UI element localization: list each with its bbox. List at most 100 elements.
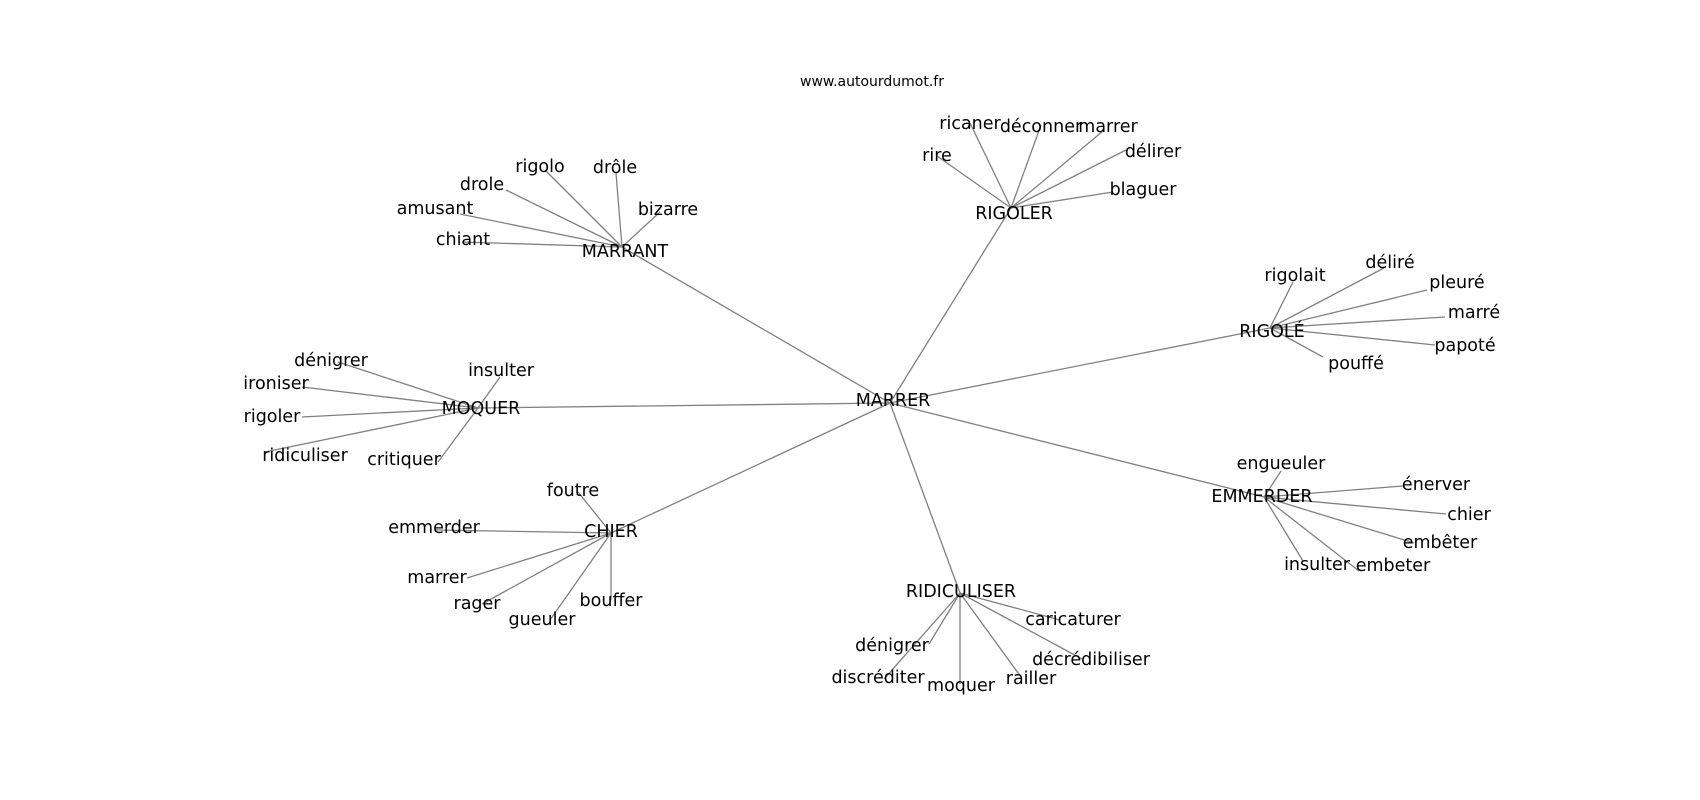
word-node-label[interactable]: caricaturer xyxy=(1025,610,1121,630)
word-node-label[interactable]: rager xyxy=(454,594,502,614)
word-node-label[interactable]: chier xyxy=(1447,505,1491,525)
edge-hub-to-word xyxy=(936,155,1012,209)
word-node-label[interactable]: ridiculiser xyxy=(262,446,348,466)
center-node-label[interactable]: MARRER xyxy=(856,391,931,411)
edge-hub-to-word xyxy=(959,592,1061,621)
edge-hub-to-word xyxy=(1269,267,1385,329)
word-node-label[interactable]: foutre xyxy=(547,481,599,501)
word-node-label[interactable]: marré xyxy=(1448,303,1500,323)
edge-center-to-hub xyxy=(889,402,961,594)
hub-node-label[interactable]: MARRANT xyxy=(582,242,669,262)
edge-hub-to-word xyxy=(883,592,961,680)
edge-hub-to-word xyxy=(1269,281,1294,329)
edge-hub-to-word xyxy=(301,386,479,409)
edge-hub-to-word xyxy=(435,529,612,534)
word-node-label[interactable]: pleuré xyxy=(1429,273,1484,293)
edge-hub-to-word xyxy=(477,376,501,409)
edge-hub-to-word xyxy=(505,189,623,248)
word-node-label[interactable]: discréditer xyxy=(831,668,925,688)
word-node-label[interactable]: dénigrer xyxy=(855,636,930,656)
word-node-label[interactable]: moquer xyxy=(927,676,996,696)
edge-hub-to-word xyxy=(959,592,1022,678)
edge-center-to-hub xyxy=(889,327,1271,404)
edge-hub-to-word xyxy=(1263,485,1404,498)
edge-hub-to-word xyxy=(466,532,612,579)
word-node-label[interactable]: marrer xyxy=(1078,117,1138,137)
edge-hub-to-word xyxy=(1010,124,1042,209)
word-node-label[interactable]: engueuler xyxy=(1237,454,1327,474)
word-node-label[interactable]: bizarre xyxy=(638,200,698,220)
word-node-label[interactable]: marrer xyxy=(407,568,467,588)
word-node-label[interactable]: amusant xyxy=(397,199,474,219)
word-node-label[interactable]: railler xyxy=(1006,669,1057,689)
edge-hub-to-word xyxy=(615,172,623,248)
word-node-label[interactable]: ricaner xyxy=(939,114,1001,134)
word-node-label[interactable]: déconner xyxy=(1000,117,1083,137)
word-node-label[interactable]: déliré xyxy=(1365,253,1414,273)
edge-hub-to-word xyxy=(337,361,479,409)
word-node-label[interactable]: pouffé xyxy=(1328,354,1384,374)
word-node-label[interactable]: rigoler xyxy=(244,407,302,427)
labels: MARRANT rigolo drôle drole bizarre amusant chi… xyxy=(243,114,1500,696)
edge-center-to-hub xyxy=(889,402,1265,498)
edge-center-to-hub xyxy=(889,207,1012,404)
hub-node-label[interactable]: RIGOLER xyxy=(975,204,1053,224)
edge-hub-to-word xyxy=(264,407,479,453)
word-node-label[interactable]: drôle xyxy=(593,158,637,178)
edge-center-to-hub xyxy=(477,402,891,409)
word-node-label[interactable]: ironiser xyxy=(243,374,309,394)
edge-hub-to-word xyxy=(1010,191,1114,209)
edges xyxy=(264,122,1447,684)
word-node-label[interactable]: bouffer xyxy=(580,591,644,611)
edge-hub-to-word xyxy=(461,241,623,248)
edge-hub-to-word xyxy=(1269,289,1428,329)
hub-node-label[interactable]: MOQUER xyxy=(442,399,521,419)
edge-hub-to-word xyxy=(1263,496,1304,562)
word-node-label[interactable]: insulter xyxy=(468,361,535,381)
edge-hub-to-word xyxy=(437,407,479,463)
hub-node-label[interactable]: RIGOLÉ xyxy=(1239,320,1304,342)
edge-hub-to-word xyxy=(1263,496,1360,572)
word-node-label[interactable]: dénigrer xyxy=(294,351,369,371)
word-node-label[interactable]: blaguer xyxy=(1110,180,1178,200)
edge-hub-to-word xyxy=(459,213,623,248)
word-node-label[interactable]: emmerder xyxy=(388,518,480,538)
edge-hub-to-word xyxy=(928,592,961,645)
hub-node-label[interactable]: CHIER xyxy=(584,522,638,542)
edge-hub-to-word xyxy=(481,532,612,605)
edge-hub-to-word xyxy=(301,407,479,418)
word-node-label[interactable]: rigolait xyxy=(1264,266,1325,286)
word-node-label[interactable]: embeter xyxy=(1356,556,1431,576)
edge-hub-to-word xyxy=(621,211,661,248)
edge-hub-to-word xyxy=(1269,327,1324,358)
edge-hub-to-word xyxy=(1010,149,1127,209)
word-node-label[interactable]: chiant xyxy=(436,230,490,250)
word-node-label[interactable]: insulter xyxy=(1284,555,1351,575)
word-node-label[interactable]: drole xyxy=(460,175,504,195)
edge-hub-to-word xyxy=(959,592,1083,660)
edge-hub-to-word xyxy=(1269,327,1436,346)
edge-hub-to-word xyxy=(1263,470,1282,498)
word-node-label[interactable]: critiquer xyxy=(367,450,441,470)
edge-hub-to-word xyxy=(544,169,623,248)
edge-hub-to-word xyxy=(1263,496,1415,544)
edge-hub-to-word xyxy=(549,532,612,621)
source-watermark: www.autourdumot.fr xyxy=(800,74,944,90)
word-node-label[interactable]: décrédibiliser xyxy=(1032,650,1151,670)
word-node-label[interactable]: rire xyxy=(922,146,952,166)
word-node-label[interactable]: délirer xyxy=(1125,142,1182,162)
edge-hub-to-word xyxy=(1010,130,1104,209)
hub-node-label[interactable]: EMMERDER xyxy=(1211,487,1312,507)
word-node-label[interactable]: papoté xyxy=(1434,336,1495,356)
edge-center-to-hub xyxy=(610,402,891,534)
edge-hub-to-word xyxy=(577,491,612,534)
hub-node-label[interactable]: RIDICULISER xyxy=(906,582,1016,602)
word-node-label[interactable]: énerver xyxy=(1402,475,1471,495)
edge-hub-to-word xyxy=(969,122,1012,209)
word-node-label[interactable]: gueuler xyxy=(509,610,577,630)
edge-hub-to-word xyxy=(1269,316,1446,329)
edge-center-to-hub xyxy=(621,246,891,404)
word-node-label[interactable]: rigolo xyxy=(515,157,564,177)
word-node-label[interactable]: embêter xyxy=(1403,533,1478,553)
